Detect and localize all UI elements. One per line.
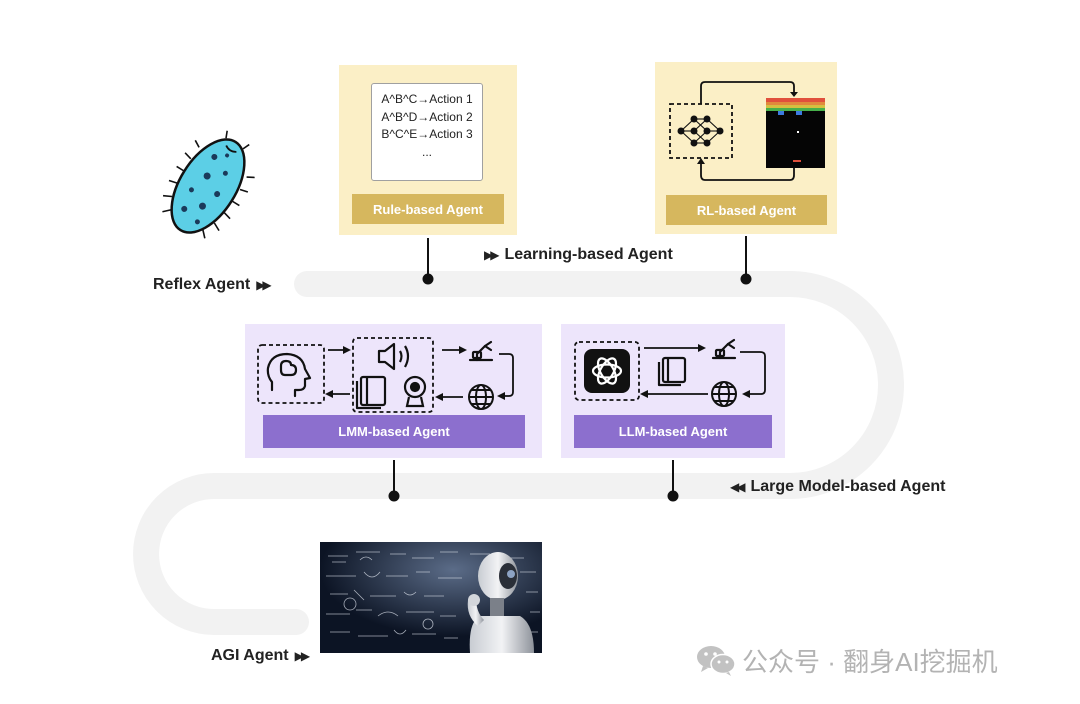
reflex-agent-title: Reflex Agent [153,276,251,293]
book-icon [355,375,387,410]
large-model-agent-stage: ◀◀ Large Model-based Agent [730,476,945,498]
microbe-icon [162,130,255,239]
webcam-icon [403,375,427,408]
agi-agent-stage: AGI Agent ▶▶ [211,645,311,667]
rule-line: A^B^D→Action 2 [381,109,473,124]
robot-arm-icon [711,338,737,360]
wechat-icon [697,646,736,676]
rule-line: ... [421,144,432,159]
watermark: 公众号 · 翻身AI挖掘机 [696,640,998,680]
robot-arm-icon [468,340,494,362]
fast-forward-icon: ▶▶ [256,278,272,292]
learning-based-agent-title: Learning-based Agent [504,246,673,263]
rewind-icon: ◀◀ [730,480,746,494]
rule-based-agent-label: Rule-based Agent [352,194,504,224]
learning-based-agent-stage: ▶▶ Learning-based Agent [484,244,673,266]
openai-logo-icon [584,349,630,393]
watermark-text: 公众号 · 翻身AI挖掘机 [742,646,998,677]
globe-icon [468,384,494,410]
rl-based-agent-label: RL-based Agent [666,195,827,225]
agi-agent-title: AGI Agent [211,647,289,664]
rl-loop-diagram [669,81,825,181]
rule-line: B^C^E→Action 3 [381,127,473,141]
rules-list: A^B^C→Action 1 A^B^D→Action 2 B^C^E→Acti… [371,83,483,181]
llm-based-agent-label: LLM-based Agent [574,415,772,448]
robot-thinking-image [320,542,542,653]
llm-loop-diagram [574,338,766,407]
book-icon [657,356,687,387]
lmm-based-agent-label: LMM-based Agent [263,415,525,448]
large-model-agent-title: Large Model-based Agent [750,478,946,495]
fast-forward-icon: ▶▶ [294,649,311,663]
game-screen-icon [766,98,825,168]
speaker-icon [377,342,410,371]
fast-forward-icon: ▶▶ [484,248,500,262]
lmm-loop-diagram [257,337,514,413]
globe-icon [711,381,737,407]
brain-icon [266,352,312,398]
rule-line: A^B^C→Action 1 [381,92,473,106]
reflex-agent-stage: Reflex Agent ▶▶ [153,274,272,296]
